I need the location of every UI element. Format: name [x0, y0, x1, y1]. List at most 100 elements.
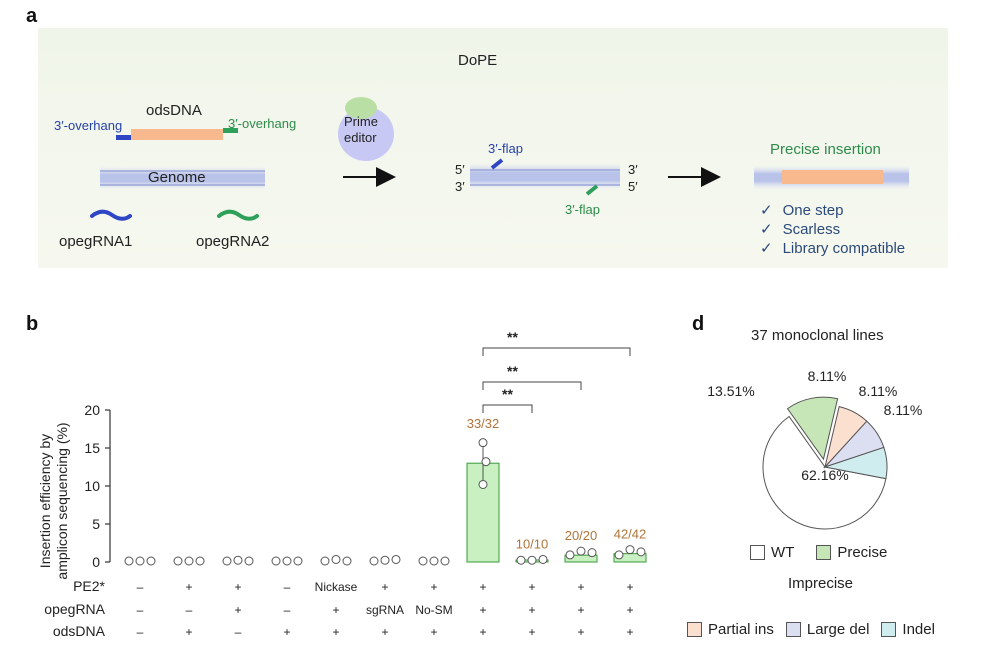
data-point-1-0 [173, 556, 183, 566]
bar-label-10: 42/42 [614, 527, 647, 542]
row-0-cell-1: + [185, 580, 192, 594]
data-point-0-0 [124, 556, 134, 566]
significance-label-1: ** [507, 363, 518, 379]
row-label-1: opegRNA [44, 601, 105, 617]
data-point-3-0 [271, 556, 281, 566]
pie-legend-top: WT Precise [750, 544, 887, 561]
y-axis-label-line-2: amplicon sequencing (%) [54, 422, 70, 579]
strand-3-bottom: 3′ [455, 179, 465, 194]
legend-wt: WT [750, 544, 794, 561]
data-point-4-0 [320, 556, 330, 566]
y-tick-label-0: 0 [92, 554, 100, 570]
data-point-2-0 [222, 556, 232, 566]
row-1-cell-6: No-SM [415, 603, 452, 617]
pie-label-indel: 8.11% [884, 402, 923, 418]
significance-bracket-0 [482, 404, 533, 413]
data-point-9-1 [576, 546, 586, 556]
bar-label-8: 10/10 [516, 536, 549, 551]
row-2-cell-4: + [332, 625, 339, 639]
data-point-7-1 [481, 457, 491, 467]
pie-label-large-del: 8.11% [859, 383, 898, 399]
data-point-10-2 [636, 547, 646, 557]
y-tick-label-10: 10 [84, 478, 100, 494]
row-2-cell-6: + [430, 625, 437, 639]
row-1-cell-10: + [626, 603, 633, 617]
legend-partial-ins: Partial ins [687, 621, 774, 638]
data-point-6-1 [429, 556, 439, 566]
row-label-0: PE2* [73, 578, 105, 594]
flap-top-label: 3′-flap [488, 141, 523, 156]
row-label-2: odsDNA [53, 623, 106, 639]
dope-schematic [38, 28, 948, 268]
pie-label-wt: 62.16% [801, 467, 848, 483]
data-point-1-1 [184, 556, 194, 566]
row-2-cell-2: – [235, 625, 242, 639]
monoclonal-pie-chart: 62.16% 13.51% 8.11% 8.11% 8.11% [707, 368, 923, 530]
check-item-scarless: ✓Scarless [760, 220, 905, 239]
data-point-10-0 [614, 550, 624, 560]
row-0-cell-10: + [626, 580, 633, 594]
data-point-5-0 [369, 556, 379, 566]
data-point-0-2 [146, 556, 156, 566]
row-0-cell-2: + [234, 580, 241, 594]
strand-3-top: 3′ [628, 162, 638, 177]
check-item-library: ✓Library compatible [760, 239, 905, 258]
schematic-title: DoPE [458, 52, 498, 69]
significance-bracket-1 [482, 381, 582, 390]
legend-indel: Indel [881, 621, 935, 638]
row-0-cell-8: + [528, 580, 535, 594]
row-0-cell-7: + [479, 580, 486, 594]
left-overhang-label: 3′-overhang [54, 118, 123, 133]
row-1-cell-9: + [577, 603, 584, 617]
data-point-7-2 [478, 479, 488, 489]
legend-swatch-wt [750, 545, 765, 560]
pie-label-partial-ins: 8.11% [808, 368, 847, 384]
legend-label-indel: Indel [902, 621, 935, 638]
legend-swatch-partial-ins [687, 622, 702, 637]
data-point-0-1 [135, 556, 145, 566]
flap-bottom-label: 3′-flap [565, 202, 600, 217]
genome-duplex [100, 166, 265, 190]
y-tick-label-15: 15 [84, 440, 100, 456]
significance-label-2: ** [507, 329, 518, 345]
data-point-9-0 [565, 550, 575, 560]
panel-letter-a: a [26, 5, 38, 27]
y-axis-label-line-1: Insertion efficiency by [37, 434, 53, 568]
row-1-cell-0: – [137, 603, 144, 617]
significance-label-0: ** [502, 386, 513, 402]
feature-checklist: ✓One step ✓Scarless ✓Library compatible [760, 201, 905, 258]
prime-editor-label-2: editor [344, 130, 377, 145]
prime-editor-label-1: Prime [344, 114, 378, 129]
right-overhang-strand [223, 128, 238, 133]
prime-editor-shape [338, 107, 394, 161]
flap-bottom-strand [585, 184, 599, 196]
pie-slice-indel [823, 446, 888, 480]
right-overhang-label: 3′-overhang [228, 116, 297, 131]
data-point-4-1 [331, 554, 341, 564]
data-point-5-2 [391, 554, 401, 564]
data-point-6-0 [418, 556, 428, 566]
row-2-cell-9: + [577, 625, 584, 639]
data-point-3-1 [282, 556, 292, 566]
pie-slice-wt [762, 415, 887, 530]
legend-swatch-large-del [785, 622, 801, 637]
flap-top-strand [490, 158, 504, 170]
row-0-cell-6: + [430, 580, 437, 594]
check-icon: ✓ [760, 221, 773, 238]
row-1-cell-7: + [479, 603, 486, 617]
opegrna2-label: opegRNA2 [196, 233, 270, 250]
y-tick-label-20: 20 [84, 402, 100, 418]
panel-letter-b: b [26, 313, 39, 335]
pie-label-precise: 13.51% [707, 383, 754, 399]
odsdna-bar [131, 129, 223, 140]
opegrna1-label: opegRNA1 [59, 233, 133, 250]
check-icon: ✓ [760, 240, 773, 257]
row-0-cell-4: Nickase [315, 580, 358, 594]
legend-large-del: Large del [785, 621, 869, 638]
data-point-8-2 [538, 554, 548, 564]
legend-label-partial-ins: Partial ins [708, 621, 774, 638]
data-point-1-2 [195, 556, 205, 566]
data-point-10-1 [625, 545, 635, 555]
